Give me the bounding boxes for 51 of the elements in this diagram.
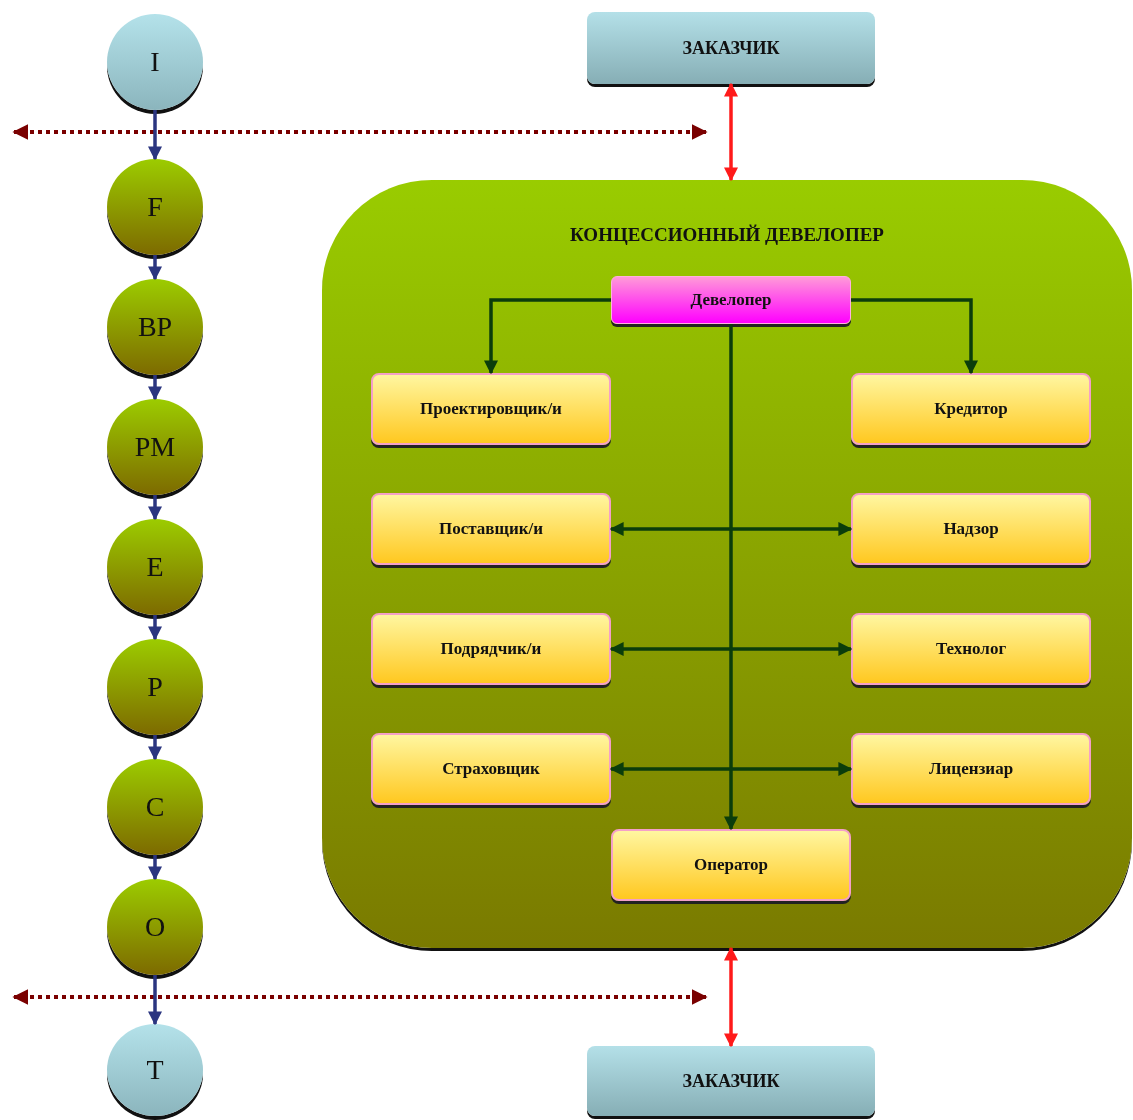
role-box bbox=[851, 613, 1091, 685]
node-label: O bbox=[144, 911, 166, 943]
node-label: Надзор bbox=[943, 519, 999, 539]
role-box bbox=[371, 733, 611, 805]
node-label: Кредитор bbox=[934, 399, 1008, 419]
connector-arrow bbox=[148, 110, 162, 161]
connector-arrow bbox=[148, 975, 162, 1026]
node-label: Девелопер bbox=[690, 290, 772, 310]
node-label: I bbox=[150, 46, 160, 78]
connector-arrow bbox=[484, 298, 611, 375]
role-box bbox=[371, 613, 611, 685]
node-label: ЗАКАЗЧИК bbox=[682, 1070, 780, 1092]
node-label: E bbox=[146, 551, 164, 583]
connector-arrow bbox=[851, 298, 978, 375]
node-label: F bbox=[147, 191, 163, 223]
customer-box bbox=[587, 1046, 875, 1116]
connector-arrow bbox=[148, 495, 162, 521]
node-label: PM bbox=[134, 431, 176, 463]
connector-arrow bbox=[148, 615, 162, 641]
role-box bbox=[371, 493, 611, 565]
node-label: T bbox=[146, 1054, 164, 1086]
connector-arrow bbox=[148, 375, 162, 401]
customer-box bbox=[587, 12, 875, 84]
role-box bbox=[851, 493, 1091, 565]
developer-box bbox=[611, 276, 851, 324]
node-label: Поставщик/и bbox=[439, 519, 543, 539]
connector-arrow bbox=[148, 735, 162, 761]
role-box bbox=[371, 373, 611, 445]
node-label: Подрядчик/и bbox=[440, 639, 542, 659]
connector-arrow bbox=[724, 946, 738, 1048]
node-label: Оператор bbox=[693, 855, 769, 875]
node-label: P bbox=[147, 671, 163, 703]
role-box bbox=[851, 373, 1091, 445]
panel-title: КОНЦЕССИОННЫЙ ДЕВЕЛОПЕР bbox=[570, 224, 884, 246]
role-box bbox=[851, 733, 1091, 805]
role-box bbox=[611, 829, 851, 901]
connector-arrow bbox=[609, 522, 853, 536]
developer-panel bbox=[322, 180, 1132, 948]
connector-arrow bbox=[609, 762, 853, 776]
node-label: BP bbox=[137, 311, 173, 343]
node-label: Технолог bbox=[935, 639, 1007, 659]
node-label: Страховщик bbox=[442, 759, 540, 779]
node-label: C bbox=[145, 791, 165, 823]
node-label: Лицензиар bbox=[928, 759, 1014, 779]
node-label: ЗАКАЗЧИК bbox=[682, 37, 780, 59]
node-label: Проектировщик/и bbox=[420, 399, 562, 419]
connector-arrow bbox=[148, 255, 162, 281]
connector-arrow bbox=[724, 82, 738, 182]
connector-arrow bbox=[609, 642, 853, 656]
connector-arrow bbox=[148, 855, 162, 881]
connector-arrow bbox=[724, 324, 738, 831]
